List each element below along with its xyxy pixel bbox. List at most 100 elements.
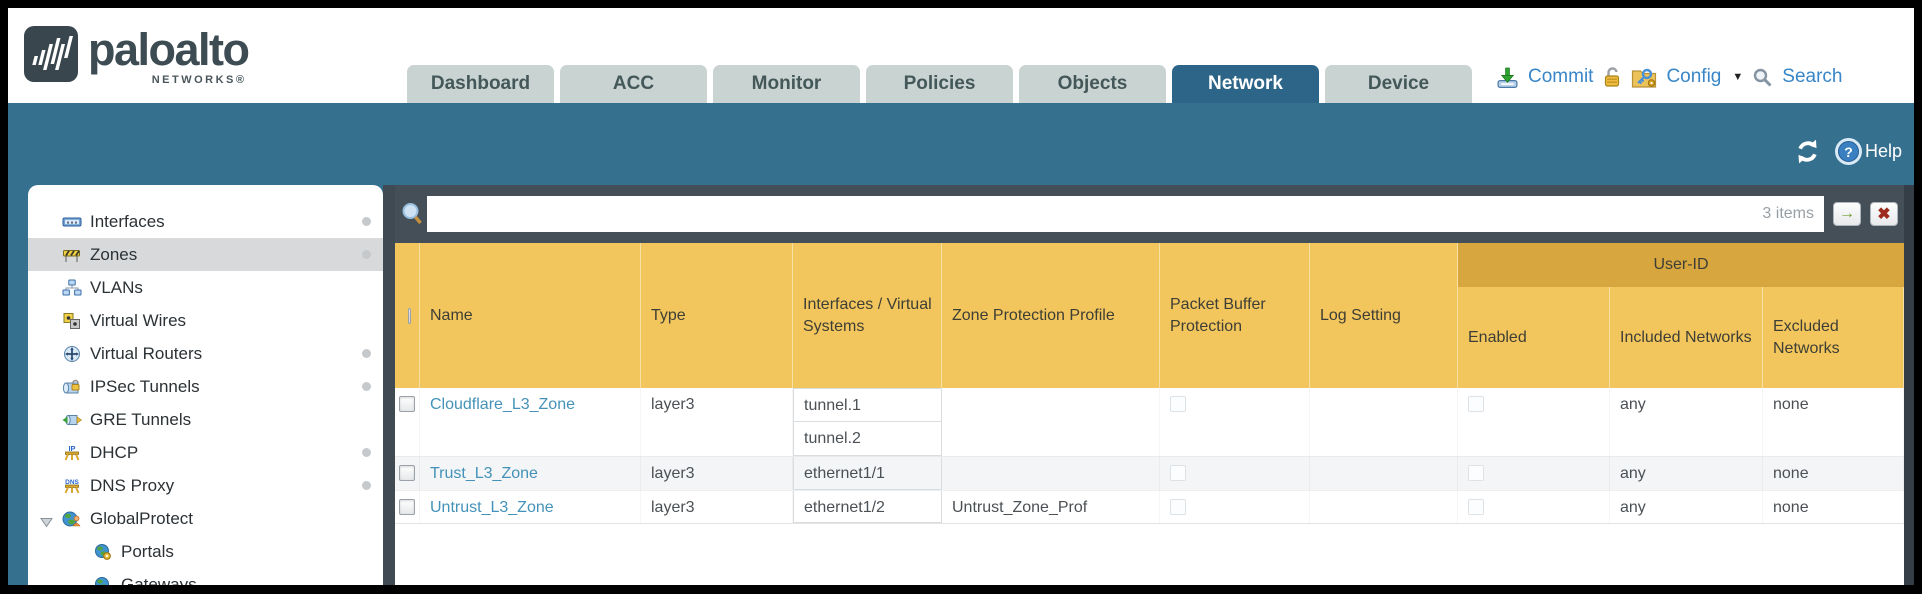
sidebar-item-label: Virtual Wires [90,310,187,330]
tab-acc[interactable]: ACC [560,65,707,103]
network-sidebar-tree: Interfaces Zones VLANs Virtual Wires [28,185,383,585]
zone-interfaces: tunnel.1 tunnel.2 [793,388,942,456]
zone-protection-profile: Untrust_Zone_Prof [942,491,1160,523]
filter-input[interactable] [427,196,1763,232]
panel-divider-right [1904,185,1914,585]
config-icon[interactable] [1631,66,1657,89]
tab-dashboard[interactable]: Dashboard [407,65,554,103]
row-checkbox[interactable] [399,396,415,412]
column-header-zone-protection-profile[interactable]: Zone Protection Profile [942,243,1160,388]
column-header-included-networks[interactable]: Included Networks [1610,243,1763,388]
zone-name-link[interactable]: Untrust_L3_Zone [430,499,554,516]
column-header-excluded-networks[interactable]: Excluded Networks [1763,243,1904,388]
column-header-packet-buffer-protection[interactable]: Packet Buffer Protection [1160,243,1310,388]
sidebar-item-portals[interactable]: Portals [28,535,383,568]
status-dot [362,250,371,259]
status-dot [362,217,371,226]
sidebar-item-globalprotect[interactable]: GlobalProtect [28,502,383,535]
row-checkbox[interactable] [399,499,415,515]
dns-proxy-icon: DNS [62,477,82,495]
dhcp-icon: IP [62,444,82,462]
sidebar-item-zones[interactable]: Zones [28,238,383,271]
packet-buffer-checkbox [1170,396,1186,412]
help-label: Help [1864,141,1902,161]
global-actions: Commit Config ▼ Search [1496,60,1842,94]
interface-entry: ethernet1/2 [793,491,942,523]
table-filter-bar: 3 items → ✖ [395,185,1904,243]
sidebar-item-label: IPSec Tunnels [90,376,200,396]
zone-interfaces: ethernet1/2 [793,491,942,523]
refresh-icon[interactable] [1794,138,1821,165]
column-header-name[interactable]: Name [420,243,641,388]
paloalto-logo: paloalto NETWORKS® [24,24,250,86]
gre-tunnels-icon [62,411,82,429]
excluded-networks: none [1763,491,1904,523]
select-all-checkbox[interactable] [408,307,411,324]
column-header-interfaces[interactable]: Interfaces / Virtual Systems [793,243,942,388]
tab-monitor[interactable]: Monitor [713,65,860,103]
interface-entry: tunnel.1 [793,388,942,422]
content-header-actions: ? Help [1794,138,1902,165]
select-all-cell [395,243,420,388]
filter-search-icon [402,203,422,225]
virtual-wires-icon [62,312,82,330]
sidebar-item-interfaces[interactable]: Interfaces [28,205,383,238]
sidebar-item-gre-tunnels[interactable]: GRE Tunnels [28,403,383,436]
zone-name-link[interactable]: Trust_L3_Zone [430,465,538,482]
sidebar-item-label: VLANs [90,277,143,297]
column-header-type[interactable]: Type [641,243,793,388]
user-id-enabled-checkbox [1468,465,1484,481]
commit-icon[interactable] [1496,66,1519,89]
vlans-icon [62,279,82,297]
apply-filter-button[interactable]: → [1833,202,1861,226]
table-header: User-ID Name Type Interfaces / Virtual S… [395,243,1904,388]
zone-type: layer3 [641,491,793,523]
search-button[interactable]: Search [1782,66,1843,87]
status-dot [362,448,371,457]
panel-divider [383,185,395,585]
tab-device[interactable]: Device [1325,65,1472,103]
search-icon[interactable] [1752,67,1773,88]
config-caret-icon[interactable]: ▼ [1732,71,1744,83]
sidebar-item-gateways[interactable]: Gateways [28,568,383,585]
sidebar-item-label: GlobalProtect [90,508,193,528]
config-button[interactable]: Config [1666,66,1722,87]
sidebar-item-vlans[interactable]: VLANs [28,271,383,304]
virtual-routers-icon [62,345,82,363]
sidebar-item-dhcp[interactable]: IP DHCP [28,436,383,469]
clear-filter-button[interactable]: ✖ [1870,202,1898,226]
included-networks: any [1610,457,1763,490]
expand-collapse-icon[interactable] [40,513,53,533]
sidebar-item-label: Gateways [121,574,197,586]
sidebar-item-virtual-routers[interactable]: Virtual Routers [28,337,383,370]
help-button[interactable]: ? Help [1834,138,1902,165]
lock-icon[interactable] [1602,66,1622,88]
tab-objects[interactable]: Objects [1019,65,1166,103]
column-header-log-setting[interactable]: Log Setting [1310,243,1458,388]
user-id-enabled-checkbox [1468,396,1484,412]
tab-network[interactable]: Network [1172,65,1319,103]
globalprotect-icon [62,510,82,528]
main-nav-tabs: Dashboard ACC Monitor Policies Objects N… [407,65,1472,103]
column-header-enabled[interactable]: Enabled [1458,243,1610,388]
packet-buffer-checkbox [1170,465,1186,481]
commit-button[interactable]: Commit [1528,66,1594,87]
filter-input-wrap: 3 items [427,196,1824,232]
row-checkbox[interactable] [399,465,415,481]
included-networks: any [1610,388,1763,456]
sidebar-item-label: GRE Tunnels [90,409,192,429]
sidebar-item-ipsec-tunnels[interactable]: IPSec Tunnels [28,370,383,403]
zone-interfaces: ethernet1/1 [793,457,942,490]
sidebar-item-virtual-wires[interactable]: Virtual Wires [28,304,383,337]
status-dot [362,349,371,358]
tab-policies[interactable]: Policies [866,65,1013,103]
excluded-networks: none [1763,388,1904,456]
zone-name-link[interactable]: Cloudflare_L3_Zone [430,396,575,413]
sidebar-item-dns-proxy[interactable]: DNS DNS Proxy [28,469,383,502]
sidebar-item-label: Portals [121,541,174,561]
paloalto-logo-icon [24,26,78,82]
brand-name: paloalto [88,24,250,75]
sidebar-item-label: Zones [90,244,138,264]
table-row: Cloudflare_L3_Zone layer3 tunnel.1 tunne… [395,388,1904,456]
waveform-icon [32,36,74,70]
